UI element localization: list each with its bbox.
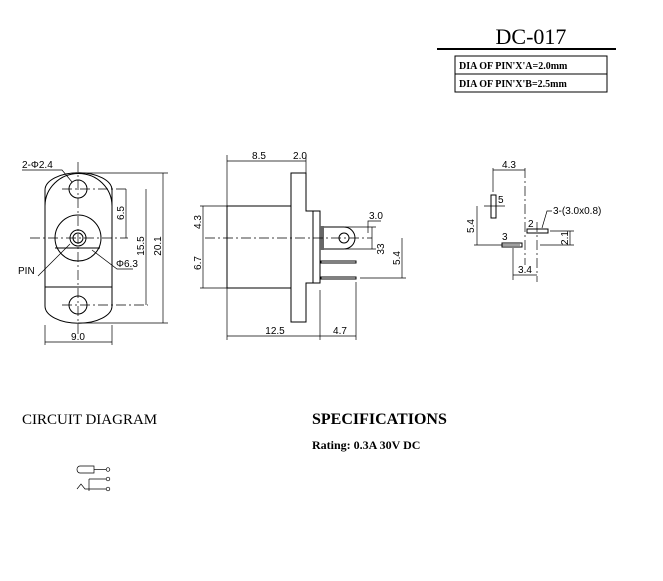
- dim-4-3: 4.3: [193, 215, 204, 229]
- dim-8-5: 8.5: [252, 151, 266, 162]
- side-view: 8.5 2.0 4.3 6.7 3.0 33 5.4 12.5 4.7: [193, 151, 406, 340]
- pin-table-row: DIA OF PIN'X'A=2.0mm: [459, 61, 568, 72]
- pin-label: PIN: [18, 266, 35, 277]
- dim-3-0: 3.0: [369, 211, 383, 222]
- specifications-heading: SPECIFICATIONS: [312, 411, 447, 428]
- pin-table-row: DIA OF PIN'X'B=2.5mm: [459, 79, 567, 90]
- dim-4-3: 4.3: [502, 160, 516, 171]
- dim-9-0: 9.0: [71, 332, 85, 343]
- dim-3-4: 3.4: [518, 265, 532, 276]
- dim-2-0: 2.0: [293, 151, 307, 162]
- dim-5-4: 5.4: [466, 219, 477, 233]
- dim-5-4: 5.4: [392, 251, 403, 265]
- front-view: 2-Φ2.4 Φ6.3 PIN 6.5 15.5 20.1 9.0: [18, 160, 168, 345]
- dim-20-1: 20.1: [153, 236, 164, 256]
- part-title: DC-017: [496, 24, 567, 49]
- circuit-symbol: [76, 465, 111, 492]
- pin-2-label: 2: [528, 219, 534, 230]
- dim-12-5: 12.5: [265, 326, 285, 337]
- rating-text: Rating: 0.3A 30V DC: [312, 438, 420, 452]
- hole-dia-label: 2-Φ2.4: [22, 160, 53, 171]
- circuit-diagram-heading: CIRCUIT DIAGRAM: [22, 412, 157, 428]
- dim-6-5: 6.5: [116, 206, 127, 220]
- pin-size-label: 3-(3.0x0.8): [553, 206, 601, 217]
- pin-table: DIA OF PIN'X'A=2.0mm DIA OF PIN'X'B=2.5m…: [454, 55, 608, 93]
- pin-dia-label: Φ6.3: [116, 259, 138, 270]
- dim-2-1: 2.1: [560, 231, 571, 245]
- pin-3-label: 3: [502, 232, 508, 243]
- pin-layout-view: 4.3 5.4 5 2 3 3-(3.0x0.8) 2.1 3.4: [466, 160, 601, 282]
- pin-5-label: 5: [498, 195, 504, 206]
- dim-15-5: 15.5: [136, 236, 147, 256]
- dim-4-7: 4.7: [333, 326, 347, 337]
- dim-3-3: 33: [376, 243, 387, 255]
- dim-6-7: 6.7: [193, 256, 204, 270]
